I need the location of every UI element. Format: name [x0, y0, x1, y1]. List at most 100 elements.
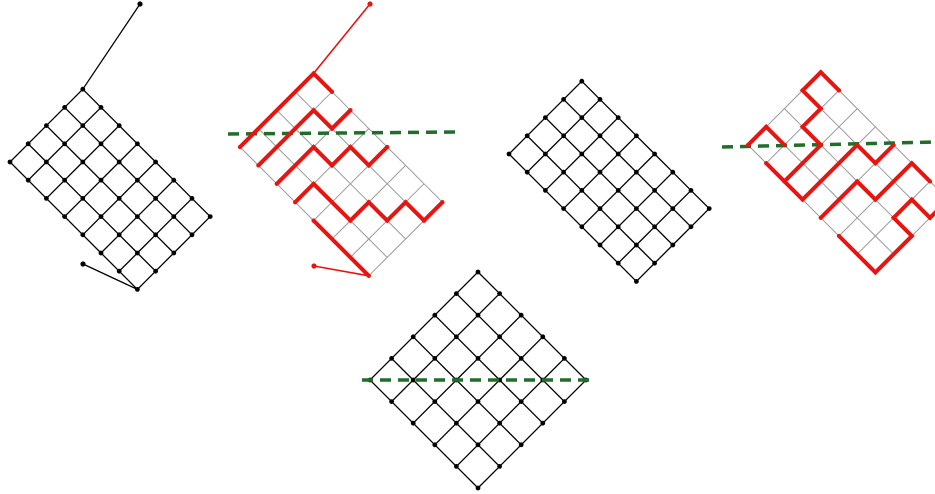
lattice-edge [63, 215, 84, 236]
lattice-node [432, 399, 438, 404]
lattice-edge [635, 171, 656, 192]
lattice-edge [477, 400, 501, 424]
lattice-node [579, 151, 585, 157]
lattice-node [615, 260, 621, 266]
lattice-node [62, 141, 67, 147]
highlight-node [927, 215, 933, 220]
lattice-edge [276, 109, 296, 129]
lattice-node [389, 356, 394, 361]
lattice-edge [173, 234, 193, 254]
lattice-edge [331, 128, 351, 148]
lattice-edge [63, 143, 84, 163]
lattice-edge [875, 217, 894, 237]
lattice-edge [653, 244, 674, 264]
lattice-node [80, 232, 86, 238]
lattice-edge [672, 189, 692, 210]
lattice-edge [617, 244, 638, 264]
lattice-edge [581, 189, 601, 210]
lattice-edge [856, 235, 876, 255]
lattice-edge [820, 217, 840, 237]
lattice-edge [542, 400, 566, 424]
lattice-node [135, 214, 140, 220]
lattice-edge [154, 179, 175, 200]
lattice-edge [136, 161, 157, 181]
lattice-edge [520, 336, 544, 360]
lattice-node [543, 188, 548, 193]
lattice-edge [653, 171, 674, 192]
highlight-node [891, 142, 896, 148]
lattice-node [615, 188, 621, 193]
lattice-edge [386, 146, 406, 166]
highlight-node [366, 163, 371, 168]
lattice-edge [350, 165, 370, 185]
highlight-node [909, 197, 914, 202]
lattice-node [98, 105, 104, 110]
lattice-node [579, 78, 585, 84]
lattice-edge [455, 465, 479, 489]
lattice-edge [520, 379, 544, 403]
lattice-node [454, 420, 459, 426]
lattice-edge [599, 207, 619, 228]
lattice-edge [635, 189, 656, 210]
highlight-node [927, 179, 933, 184]
lattice-5 [362, 269, 596, 491]
lattice-edge [599, 189, 619, 210]
lattice-node [561, 206, 566, 212]
highlight-node [818, 215, 823, 220]
lattice-edge [820, 90, 840, 109]
lattice-node [98, 177, 104, 183]
lattice-edge [599, 226, 619, 246]
lattice-edge [617, 207, 638, 228]
highlight-path [782, 69, 841, 184]
lattice-edge [455, 271, 479, 295]
lattice-edge [520, 400, 544, 424]
lattice-3 [506, 78, 712, 284]
highlight-node [855, 142, 860, 148]
lattice-node [44, 196, 49, 201]
lattice-edge [434, 444, 458, 468]
lattice-edge [313, 201, 333, 221]
lattice-edge [635, 226, 656, 246]
lattice-edge [412, 422, 436, 446]
lattice-node [540, 420, 546, 426]
highlight-node [891, 215, 896, 220]
lattice-edge [313, 91, 333, 111]
lattice-edge [455, 379, 479, 403]
lattice-edge [477, 292, 501, 316]
lattice-edge [617, 116, 638, 137]
lattice-edge [434, 400, 458, 424]
lattice-edge [368, 257, 388, 277]
highlight-node [782, 142, 787, 148]
lattice-edge [520, 314, 544, 338]
lattice-edge [100, 179, 120, 200]
lattice-edge [544, 116, 565, 137]
lattice-edge [434, 314, 458, 338]
lattice-node [561, 97, 566, 102]
lattice-edge [390, 336, 414, 360]
lattice-node [171, 214, 177, 220]
lattice-node [543, 115, 548, 120]
lattice-node [597, 133, 603, 139]
lattice-edge [100, 234, 120, 254]
lattice-node [634, 206, 639, 212]
lattice-node [475, 356, 481, 361]
lattice-edge [820, 108, 840, 128]
lattice-edge [820, 144, 840, 164]
lattice-edge [313, 128, 333, 148]
lattice-edge [45, 179, 66, 200]
highlight-path [256, 107, 353, 168]
lattice-edge [386, 238, 406, 258]
lattice-edge [498, 400, 522, 424]
lattice-edge [672, 207, 692, 228]
lattice-edge [390, 357, 414, 381]
highlight-node [311, 108, 316, 113]
lattice-edge [893, 144, 913, 164]
lattice-edge [258, 165, 278, 185]
lattice-edge [45, 106, 66, 127]
highlight-node [818, 142, 823, 148]
lattice-node [562, 356, 567, 361]
lattice-node [688, 224, 694, 230]
lattice-edge [173, 179, 193, 200]
highlight-node [764, 124, 769, 129]
